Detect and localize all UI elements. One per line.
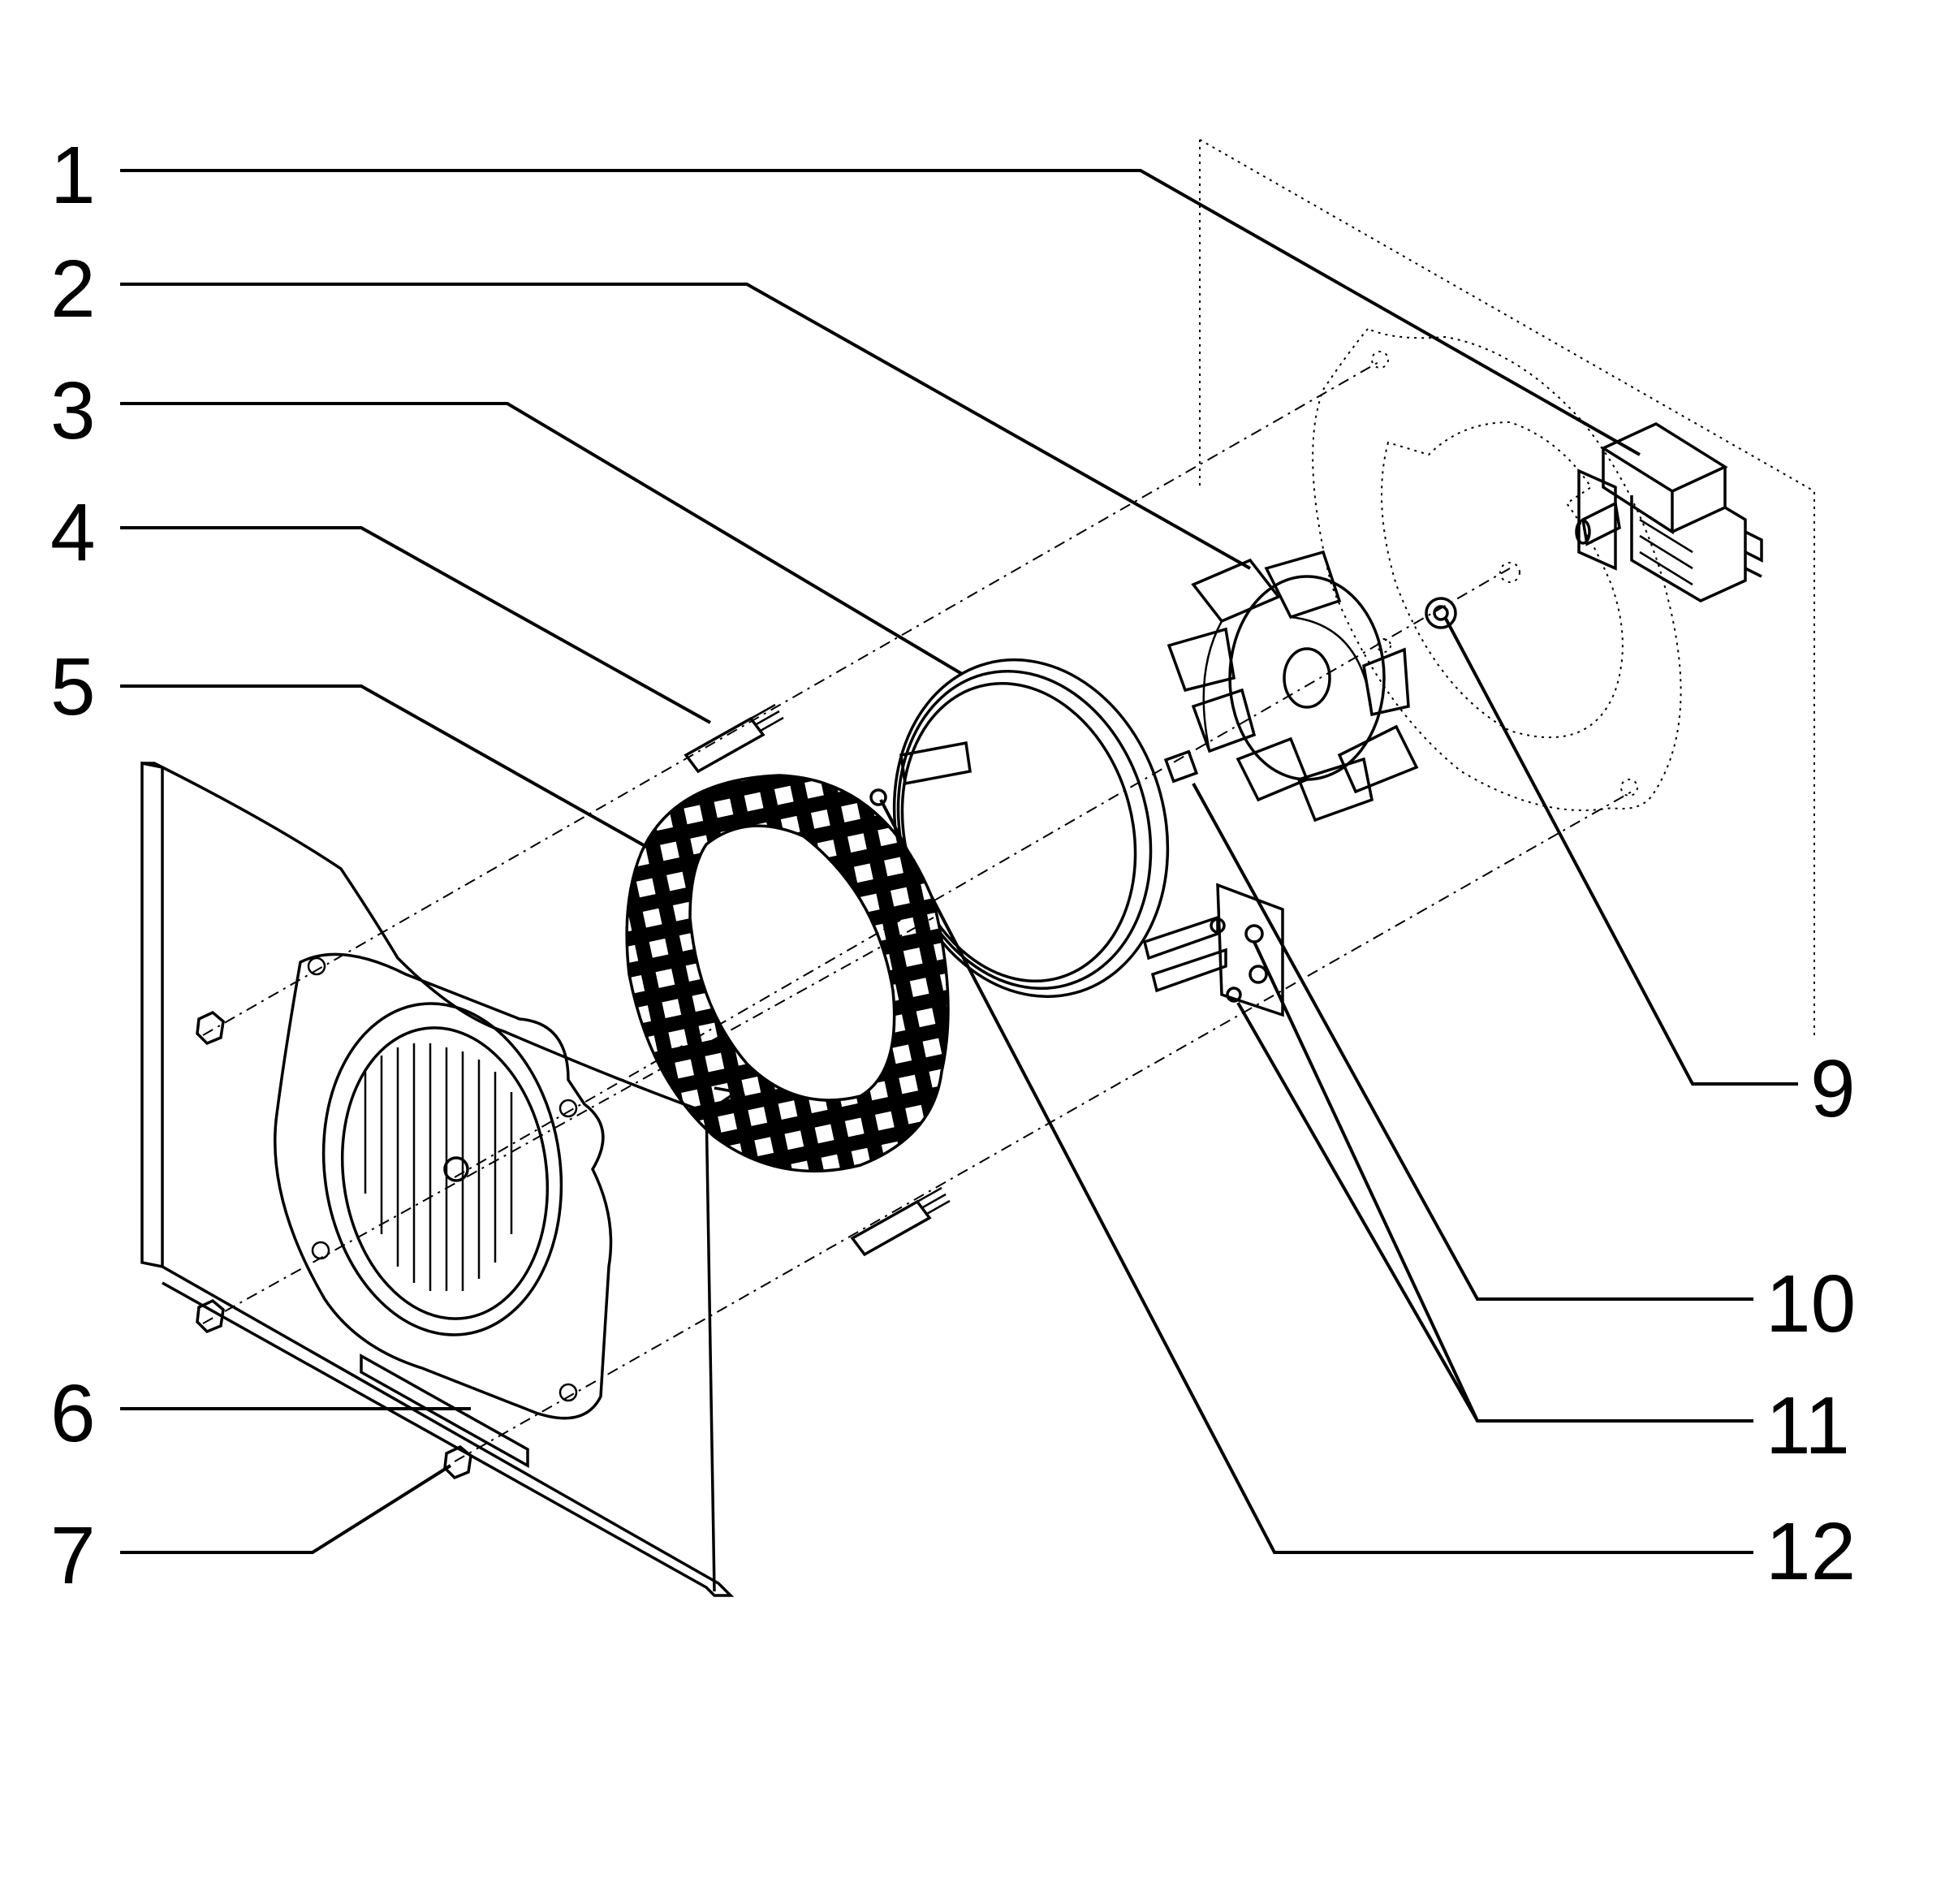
- callout-12: 12: [1766, 1506, 1856, 1597]
- motor-housing-front: [1602, 448, 1674, 535]
- element-bracket: [899, 740, 972, 786]
- impeller-blade-2: [1264, 550, 1342, 620]
- cover-hole-4: [558, 1383, 578, 1402]
- callout-2: 2: [50, 244, 96, 335]
- callout-10: 10: [1766, 1259, 1856, 1349]
- element-terminal-2: [1150, 948, 1227, 993]
- callout-5: 5: [50, 641, 96, 732]
- screw-11b: [1226, 987, 1242, 1003]
- callout-1: 1: [50, 130, 96, 221]
- part-2-fan-impeller: [1167, 550, 1419, 822]
- impeller-blade-7: [1296, 757, 1374, 822]
- leader-11b: [1253, 941, 1479, 1422]
- leader-1: [120, 169, 1641, 456]
- rear-wall: [1199, 139, 1815, 1035]
- screw-12: [869, 788, 887, 806]
- terminal-post-2: [1249, 965, 1268, 984]
- gasket-grid: [625, 774, 950, 1173]
- mounting-plate-inner: [1381, 421, 1624, 739]
- element-terminal-plate: [1216, 883, 1284, 1017]
- washer-outer: [1425, 597, 1457, 629]
- leader-9: [1443, 616, 1798, 1086]
- impeller-blade-3: [1167, 627, 1236, 693]
- impeller-hub: [1283, 647, 1331, 709]
- motor-shaft-end: [1575, 519, 1591, 545]
- screw-11a: [1210, 917, 1226, 934]
- leader-12: [879, 799, 1753, 1554]
- standoff-lower-thread: [916, 1186, 951, 1216]
- part-5-gasket: [625, 774, 950, 1173]
- assembly-axes: [202, 361, 1632, 1462]
- standoff-lower: [850, 1199, 932, 1257]
- callout-6: 6: [50, 1368, 96, 1459]
- leader-5: [120, 684, 650, 850]
- part-6-fan-cover: [140, 761, 745, 1597]
- callout-4: 4: [50, 487, 96, 578]
- nut-1: [196, 1010, 225, 1046]
- standoff-upper-thread: [750, 703, 784, 733]
- leader-4: [120, 526, 711, 724]
- part-1-motor: [1575, 422, 1763, 602]
- leader-3: [120, 402, 964, 676]
- mount-hole-3: [1620, 779, 1638, 797]
- part-11-screws: [1210, 917, 1242, 1003]
- cover-grille-slots: [364, 1043, 513, 1291]
- element-nut: [1163, 749, 1199, 784]
- leader-7: [120, 1464, 452, 1554]
- part-9-mounting-plate: [1312, 327, 1682, 811]
- cover-flange: [274, 952, 613, 1420]
- terminal-post-1: [1244, 924, 1264, 943]
- part-7-nuts: [196, 1010, 472, 1480]
- mount-hole-1: [1371, 351, 1389, 369]
- impeller-blade-8: [1337, 724, 1419, 794]
- callout-7: 7: [50, 1510, 96, 1601]
- standoff-upper: [684, 716, 765, 774]
- leader-10: [1192, 783, 1753, 1301]
- impeller-blade-6: [1236, 736, 1309, 802]
- cover-hole-2: [558, 1099, 578, 1118]
- cover-hole-3: [311, 1241, 330, 1260]
- leader-2: [120, 283, 1251, 570]
- part-12-screw: [869, 788, 887, 806]
- cover-panel-right-edge: [705, 1103, 716, 1592]
- nut-2: [196, 1298, 225, 1334]
- motor-housing-side: [1671, 467, 1727, 533]
- motor-body: [1630, 495, 1747, 602]
- part-4-standoffs: [684, 703, 951, 1257]
- callout-3: 3: [50, 365, 96, 456]
- cover-hole-1: [307, 956, 326, 976]
- leader-lines: [120, 169, 1798, 1554]
- callout-11: 11: [1766, 1380, 1850, 1471]
- rear-wall-top: [1199, 139, 1815, 1035]
- cover-panel-body: [162, 1265, 735, 1597]
- cover-center-nut: [443, 1156, 469, 1182]
- element-terminal-1: [1142, 915, 1219, 961]
- impeller-blade-5: [1191, 688, 1257, 753]
- motor-flange: [1577, 468, 1617, 571]
- cover-grille-ring: [321, 1002, 563, 1336]
- axis-center: [454, 568, 1511, 1178]
- cover-grille-inner: [340, 1026, 550, 1320]
- motor-shaft: [1581, 501, 1621, 546]
- nut-3: [443, 1444, 472, 1480]
- leader-11a: [1236, 1002, 1753, 1423]
- impeller-ring: [1202, 615, 1374, 752]
- mount-hole-2: [1377, 638, 1391, 653]
- motor-winding: [1639, 518, 1693, 586]
- washer-inner: [1433, 605, 1449, 621]
- motor-housing-top: [1600, 422, 1728, 493]
- cover-panel-top: [142, 762, 745, 1114]
- cover-label-plate: [360, 1354, 529, 1468]
- motor-bracket: [1744, 530, 1763, 578]
- cover-panel-outline: [140, 761, 164, 1269]
- mount-hole-4: [1499, 562, 1520, 583]
- callout-9: 9: [1810, 1043, 1856, 1134]
- impeller-blade-1: [1191, 558, 1281, 624]
